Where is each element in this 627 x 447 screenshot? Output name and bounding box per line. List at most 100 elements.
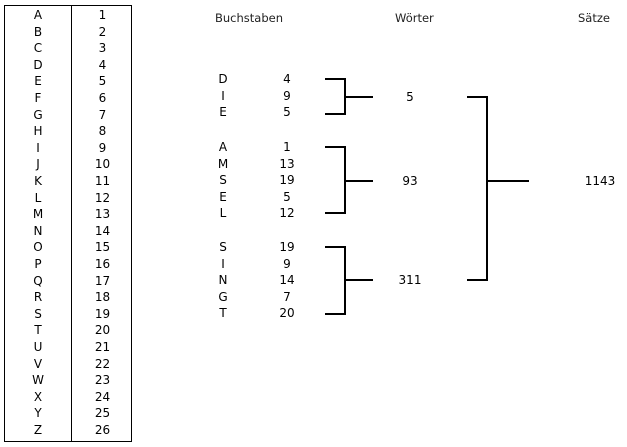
alphabet-number: 21 (94, 340, 111, 354)
alphabet-letter: C (33, 41, 43, 56)
alphabet-number: 14 (94, 223, 111, 238)
alphabet-letter: D (33, 57, 43, 72)
alphabet-row: X 24 (5, 389, 133, 406)
word-sum: 311 (398, 273, 422, 287)
alphabet-number: 13 (94, 207, 111, 222)
alphabet-row: P 16 (5, 256, 133, 273)
alphabet-number: 19 (94, 306, 111, 321)
alphabet-number: 4 (98, 57, 107, 72)
letter-value: 19 (279, 240, 295, 254)
alphabet-letter: N (33, 223, 43, 238)
alphabet-number: 25 (94, 406, 111, 421)
alphabet-number: 9 (98, 140, 107, 155)
alphabet-letter: P (34, 257, 42, 271)
word-letter: G (218, 289, 228, 304)
alphabet-number: 7 (98, 107, 107, 122)
alphabet-number: 11 (94, 174, 111, 188)
header-letters: Buchstaben (215, 11, 284, 25)
alphabet-number: 23 (94, 373, 111, 388)
alphabet-letter: O (33, 240, 43, 255)
alphabet-letter: S (34, 306, 42, 321)
bracket-sentence (467, 96, 529, 281)
alphabet-number: 2 (98, 24, 107, 39)
letter-value: 9 (283, 256, 291, 271)
alphabet-row: Y 25 (5, 405, 133, 422)
table-column-divider (71, 6, 72, 441)
bracket-word-3 (325, 246, 373, 315)
word-letter: D (218, 72, 228, 86)
alphabet-number: 16 (94, 257, 111, 271)
alphabet-letter: Y (34, 406, 42, 421)
letter-value: 7 (283, 289, 291, 304)
alphabet-letter: B (33, 24, 43, 39)
letter-value: 12 (279, 206, 295, 221)
word-letter: E (219, 189, 227, 204)
letter-value: 1 (283, 140, 291, 154)
alphabet-letter: F (34, 91, 42, 105)
alphabet-row: N 14 (5, 223, 133, 240)
letter-value: 14 (279, 273, 295, 288)
alphabet-row: S 19 (5, 306, 133, 323)
word-letter: N (218, 273, 228, 288)
alphabet-number: 26 (94, 423, 111, 437)
letter-value: 19 (279, 173, 295, 188)
word-sum: 93 (402, 174, 418, 188)
word-letter: I (221, 256, 225, 271)
alphabet-letter: W (32, 373, 44, 388)
alphabet-letter: T (34, 323, 42, 338)
word-letter: A (218, 140, 228, 154)
header-words: Wörter (395, 11, 434, 25)
word-letter: I (221, 88, 225, 103)
alphabet-row: U 21 (5, 339, 133, 356)
alphabet-letter: E (34, 74, 42, 89)
word-letter: M (217, 156, 229, 171)
alphabet-row: T 20 (5, 322, 133, 339)
alphabet-number: 17 (94, 273, 111, 288)
word-letter: T (219, 306, 227, 321)
word-sum: 5 (406, 90, 414, 104)
alphabet-row: Z 26 (5, 422, 133, 439)
alphabet-letter: V (33, 356, 43, 371)
word-letter: E (219, 105, 227, 120)
alphabet-letter: H (33, 124, 43, 139)
bracket-word-2 (325, 146, 373, 214)
alphabet-number: 18 (94, 290, 111, 305)
word-letter: S (219, 173, 227, 188)
letter-value: 5 (283, 105, 291, 120)
alphabet-number: 24 (94, 389, 111, 404)
alphabet-number: 8 (98, 124, 107, 139)
alphabet-number: 6 (98, 91, 107, 105)
header-sentences: Sätze (578, 11, 610, 25)
alphabet-letter: Z (33, 423, 43, 437)
alphabet-number: 10 (94, 157, 111, 172)
alphabet-letter: J (36, 157, 40, 172)
alphabet-number: 3 (98, 41, 107, 56)
alphabet-letter: X (33, 389, 43, 404)
alphabet-row: J 10 (5, 156, 133, 173)
alphabet-number: 20 (94, 323, 111, 338)
alphabet-letter: U (33, 340, 43, 354)
sentence-sum: 1143 (584, 174, 616, 188)
alphabet-letter: G (33, 107, 43, 122)
letter-value: 4 (283, 72, 291, 86)
alphabet-letter: I (36, 140, 40, 155)
bracket-word-1 (325, 78, 373, 115)
letter-value: 9 (283, 88, 291, 103)
alphabet-number: 12 (94, 190, 111, 205)
